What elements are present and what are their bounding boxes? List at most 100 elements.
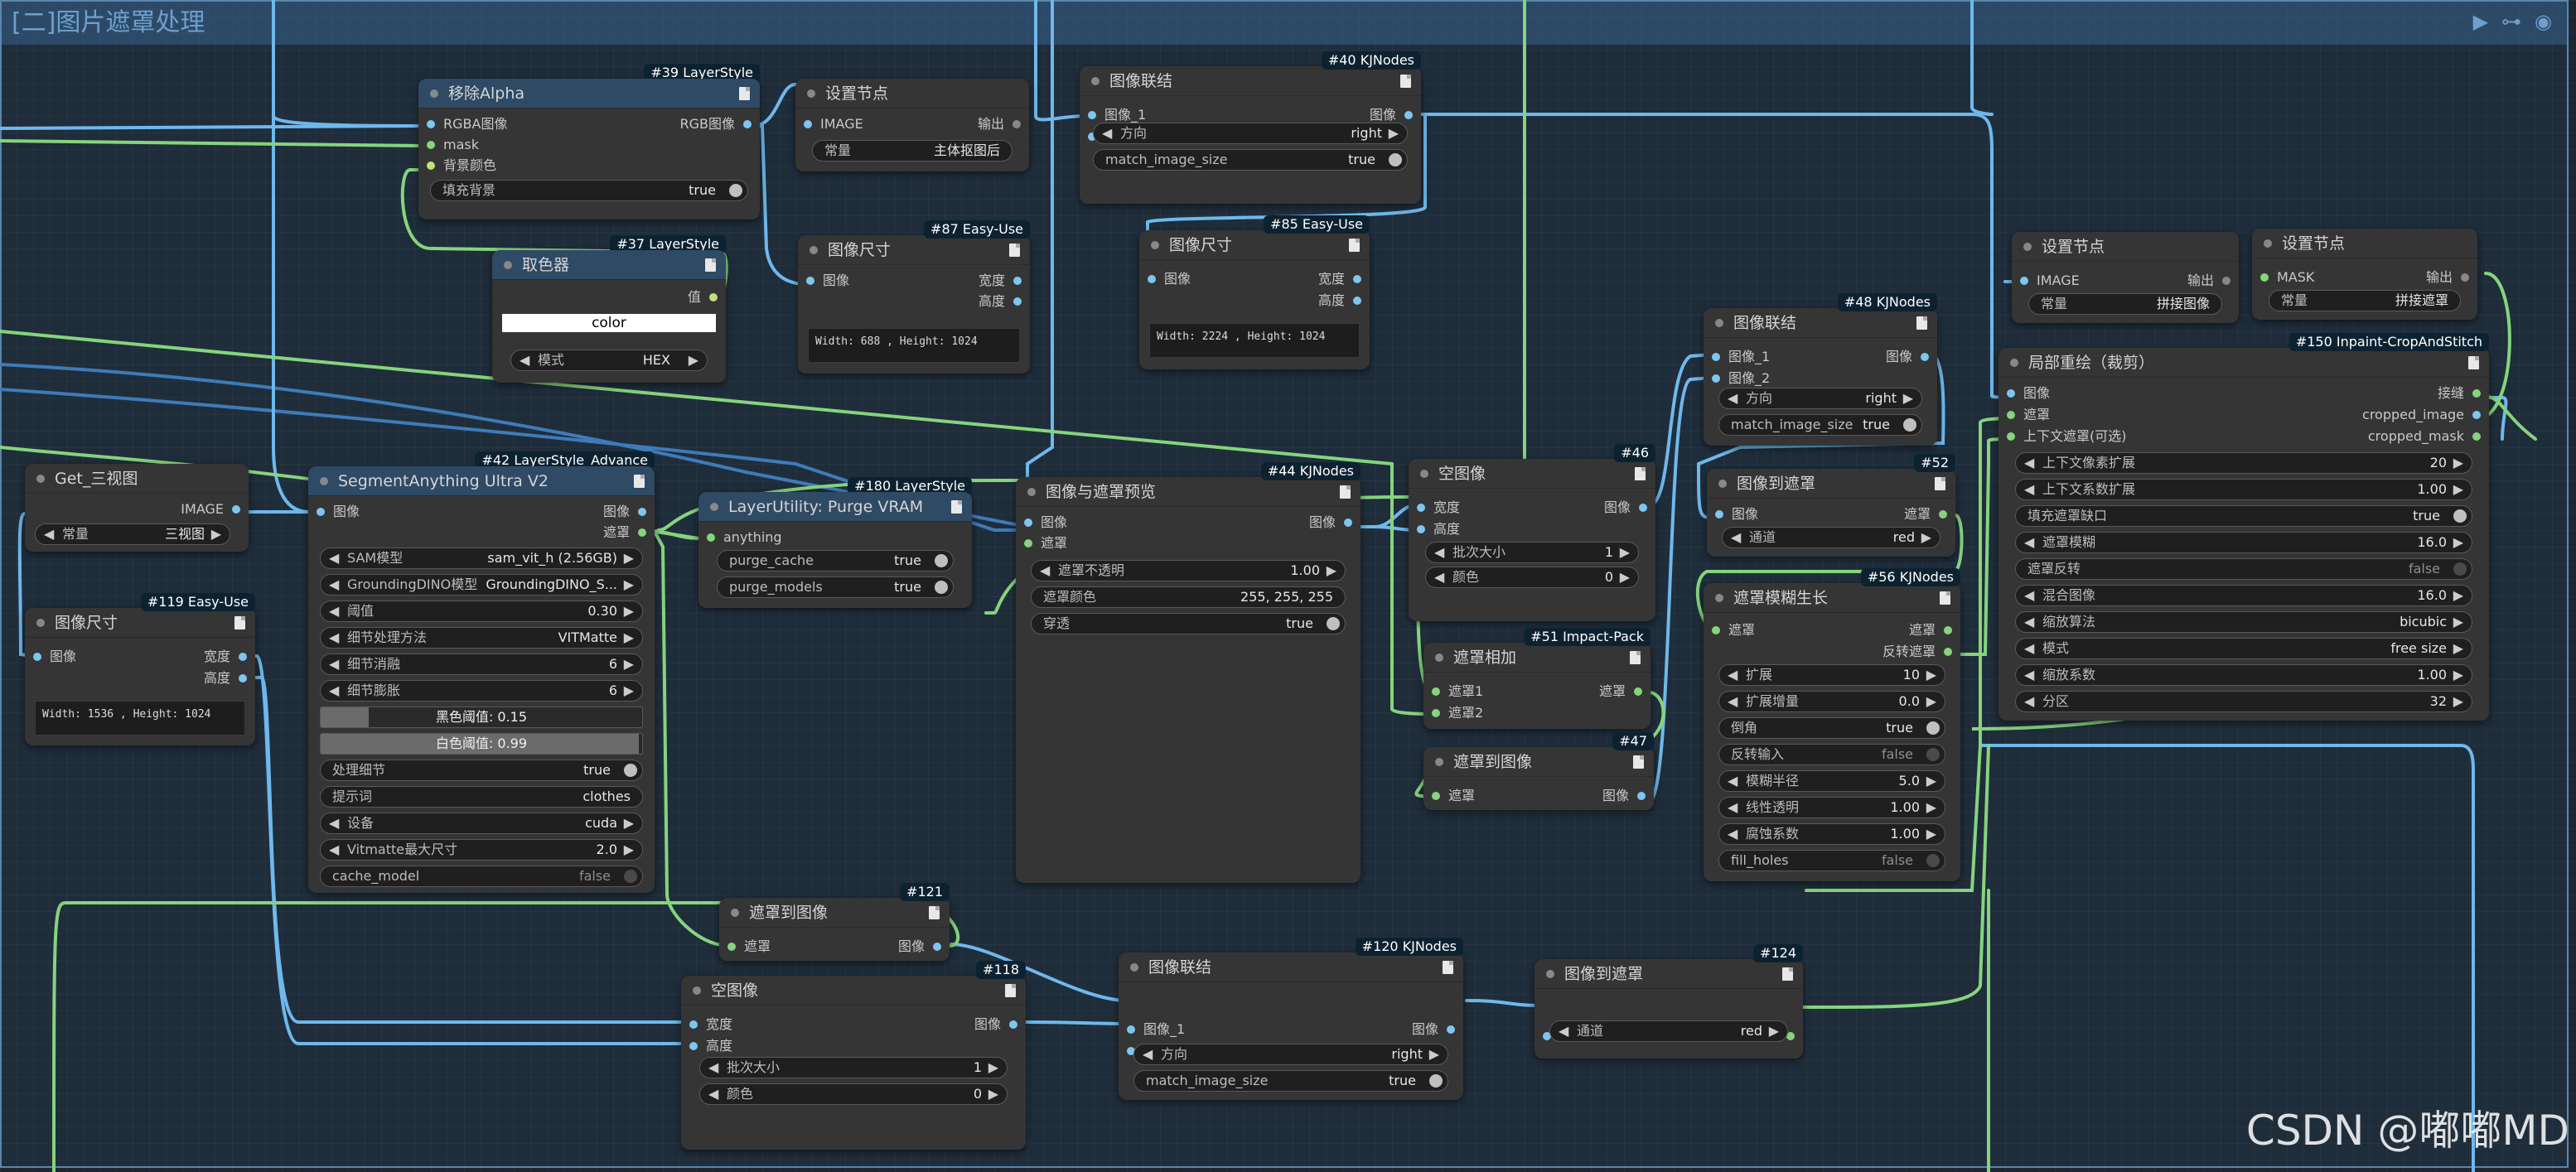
node-title[interactable]: 空图像 (681, 976, 1026, 1006)
input-image[interactable]: 图像 (308, 503, 360, 521)
collapse-dot-icon[interactable] (1420, 470, 1428, 478)
input-mask[interactable]: mask (418, 136, 479, 154)
collapse-dot-icon[interactable] (710, 503, 718, 511)
doc-icon[interactable] (739, 87, 750, 100)
collapse-dot-icon[interactable] (430, 89, 438, 98)
collapse-dot-icon[interactable] (1718, 480, 1727, 488)
doc-icon[interactable] (1400, 75, 1411, 88)
doc-icon[interactable] (2468, 356, 2479, 369)
doc-icon[interactable] (1009, 244, 1020, 257)
output-out[interactable]: 输出 (2426, 268, 2477, 287)
input-image[interactable]: 图像 (1016, 514, 1067, 532)
collapse-dot-icon[interactable] (1130, 963, 1138, 972)
widget-constant[interactable]: 常量拼接遮罩 (2269, 290, 2461, 311)
output-image[interactable]: 图像 (898, 938, 950, 956)
node-title[interactable]: 图像尺寸 (25, 608, 255, 638)
collapse-dot-icon[interactable] (810, 246, 818, 254)
node-purge-vram[interactable]: #180 LayerStyle LayerUtility: Purge VRAM… (698, 477, 972, 608)
input-image-1[interactable]: 图像_1 (1704, 348, 1770, 366)
input-image[interactable]: 图像 (798, 272, 849, 290)
node-image-size-119[interactable]: #119 Easy-Use 图像尺寸 图像 宽度 高度 Width: 1536 … (25, 593, 255, 745)
output-image[interactable]: IMAGE (181, 500, 249, 518)
node-mask-to-image-47[interactable]: #47 遮罩到图像 遮罩 图像 (1423, 732, 1654, 810)
output-image[interactable]: 图像 (1604, 499, 1655, 517)
collapse-dot-icon[interactable] (1435, 758, 1443, 766)
input-image-1[interactable]: 图像_1 (1080, 106, 1146, 124)
input-image[interactable]: IMAGE (795, 115, 863, 133)
output-image[interactable]: 图像 (1412, 1020, 1463, 1039)
input-image[interactable]: 图像 (1139, 270, 1191, 288)
node-image-concat-40[interactable]: #40 KJNodes 图像联结 图像_1 图像_2 图像 ◀方向right▶ … (1080, 51, 1421, 204)
output-stitch[interactable]: 接缝 (2438, 384, 2489, 403)
collapse-dot-icon[interactable] (36, 475, 45, 483)
collapse-dot-icon[interactable] (36, 619, 45, 627)
collapse-dot-icon[interactable] (1091, 77, 1100, 85)
output-cropped-image[interactable]: cropped_image (2362, 406, 2489, 424)
input-image[interactable]: 图像 (1707, 505, 1758, 523)
node-inpaint-crop[interactable]: #150 Inpaint-CropAndStitch 局部重绘（裁剪） 图像 遮… (1998, 333, 2489, 721)
output-cropped-mask[interactable]: cropped_mask (2368, 427, 2489, 446)
doc-icon[interactable] (951, 500, 962, 514)
node-title[interactable]: LayerUtility: Purge VRAM (698, 492, 972, 522)
node-title[interactable]: 遮罩模糊生长 (1704, 583, 1960, 613)
color-swatch[interactable]: color (502, 314, 716, 332)
collapse-dot-icon[interactable] (1715, 319, 1723, 327)
input-height[interactable]: 高度 (681, 1037, 732, 1055)
input-rgba-image[interactable]: RGBA图像 (418, 115, 507, 133)
node-title[interactable]: 空图像 (1409, 459, 1655, 489)
doc-icon[interactable] (634, 475, 645, 488)
node-title[interactable]: 图像联结 (1119, 953, 1463, 982)
combo-constant[interactable]: ◀常量三视图▶ (35, 523, 230, 545)
doc-icon[interactable] (705, 258, 716, 272)
collapse-dot-icon[interactable] (1151, 241, 1159, 249)
doc-icon[interactable] (1940, 591, 1950, 605)
collapse-dot-icon[interactable] (504, 261, 512, 269)
node-title[interactable]: 图像联结 (1704, 308, 1937, 338)
collapse-dot-icon[interactable] (2023, 243, 2032, 251)
output-mask[interactable]: 遮罩 (1904, 505, 1955, 523)
node-mask-to-image-121[interactable]: #121 遮罩到图像 遮罩 图像 (719, 883, 950, 961)
output-image[interactable]: 图像 (603, 503, 655, 521)
node-title[interactable]: 图像联结 (1080, 66, 1421, 96)
doc-icon[interactable] (1633, 755, 1644, 769)
input-mask[interactable]: MASK (2252, 268, 2314, 287)
input-anything[interactable]: anything (698, 528, 782, 547)
doc-icon[interactable] (1630, 651, 1641, 664)
collapse-dot-icon[interactable] (1027, 488, 1036, 496)
input-mask[interactable]: 遮罩 (1998, 406, 2050, 424)
doc-icon[interactable] (929, 906, 940, 919)
doc-icon[interactable] (1635, 467, 1646, 480)
input-width[interactable]: 宽度 (681, 1015, 732, 1034)
node-title[interactable]: 遮罩到图像 (1423, 747, 1654, 777)
node-title[interactable]: 移除Alpha (418, 79, 760, 109)
output-width[interactable]: 宽度 (979, 272, 1030, 290)
node-image-size-85[interactable]: #85 Easy-Use 图像尺寸 图像 宽度 高度 Width: 2224 ,… (1139, 215, 1370, 369)
output-image[interactable]: 图像 (974, 1015, 1026, 1034)
output-image[interactable]: 图像 (1309, 514, 1360, 532)
input-image[interactable]: IMAGE (2012, 272, 2080, 290)
